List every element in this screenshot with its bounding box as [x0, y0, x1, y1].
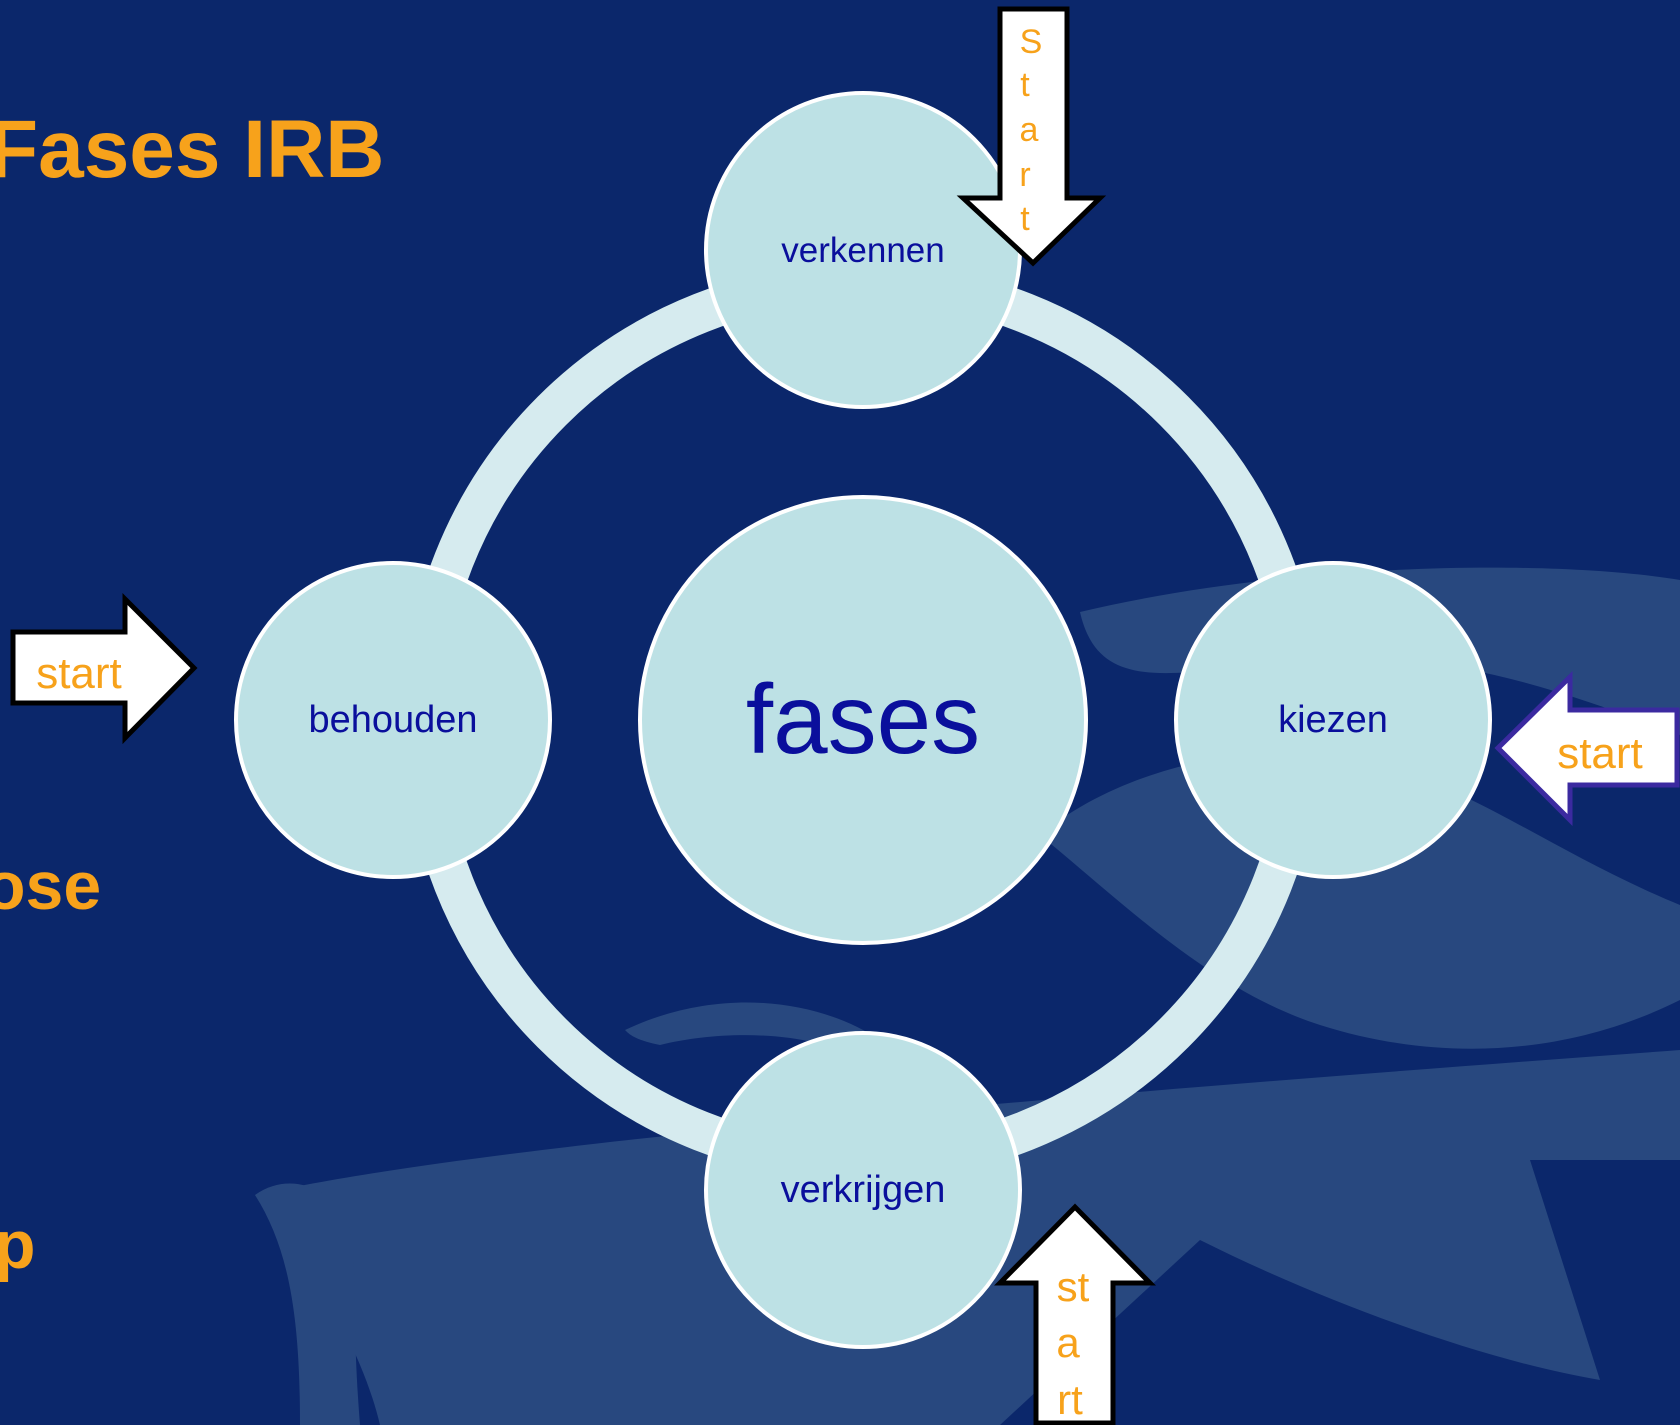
- center-node-circle: [638, 495, 1088, 945]
- phase-node-label: behouden: [308, 699, 477, 741]
- start-arrow-right-label: start: [1557, 729, 1643, 778]
- start-arrow-top-letter: r: [1019, 156, 1030, 194]
- start-arrow-top-letter: a: [1020, 111, 1039, 149]
- phase-node-verkennen: verkennen: [704, 91, 1022, 409]
- start-arrow-left-label: start: [36, 649, 122, 698]
- start-arrow-right: start: [1494, 671, 1680, 827]
- phase-node-behouden: behouden: [234, 561, 552, 879]
- phase-node-circle: [704, 1031, 1022, 1349]
- phase-node-circle: [1174, 561, 1492, 879]
- down-arrow-icon: [956, 6, 1107, 267]
- watermark-curl-bottom: [255, 1183, 360, 1425]
- start-arrow-bottom-text: st: [1057, 1263, 1090, 1310]
- phase-node-circle: [234, 561, 552, 879]
- start-arrow-bottom-text: a: [1056, 1319, 1080, 1366]
- start-arrow-top-letter: S: [1020, 23, 1043, 61]
- up-arrow-icon: [994, 1203, 1156, 1425]
- bullet-fragment-p: p: [0, 1207, 36, 1283]
- center-node: fases: [638, 495, 1088, 945]
- start-arrow-top: S t a r t: [956, 6, 1107, 267]
- start-arrow-bottom: st a rt: [994, 1203, 1156, 1425]
- bullet-fragment-ose: ose: [0, 848, 102, 924]
- watermark-curl-left: [625, 1002, 880, 1060]
- start-arrow-left: start: [10, 592, 198, 745]
- start-arrow-bottom-text: rt: [1057, 1376, 1083, 1423]
- phase-node-label: verkennen: [781, 231, 944, 270]
- phase-node-label: kiezen: [1278, 699, 1388, 741]
- right-arrow-icon: [10, 592, 198, 745]
- center-node-label: fases: [746, 664, 980, 774]
- phase-node-verkrijgen: verkrijgen: [704, 1031, 1022, 1349]
- left-arrow-icon: [1494, 671, 1680, 827]
- start-arrow-top-letter: t: [1020, 200, 1030, 238]
- start-arrow-top-letter: t: [1020, 66, 1030, 104]
- watermark-swoosh-middle: [1040, 752, 1680, 1049]
- phase-node-label: verkrijgen: [781, 1169, 946, 1211]
- slide-title: Fases IRB: [0, 104, 385, 195]
- phase-node-kiezen: kiezen: [1174, 561, 1492, 879]
